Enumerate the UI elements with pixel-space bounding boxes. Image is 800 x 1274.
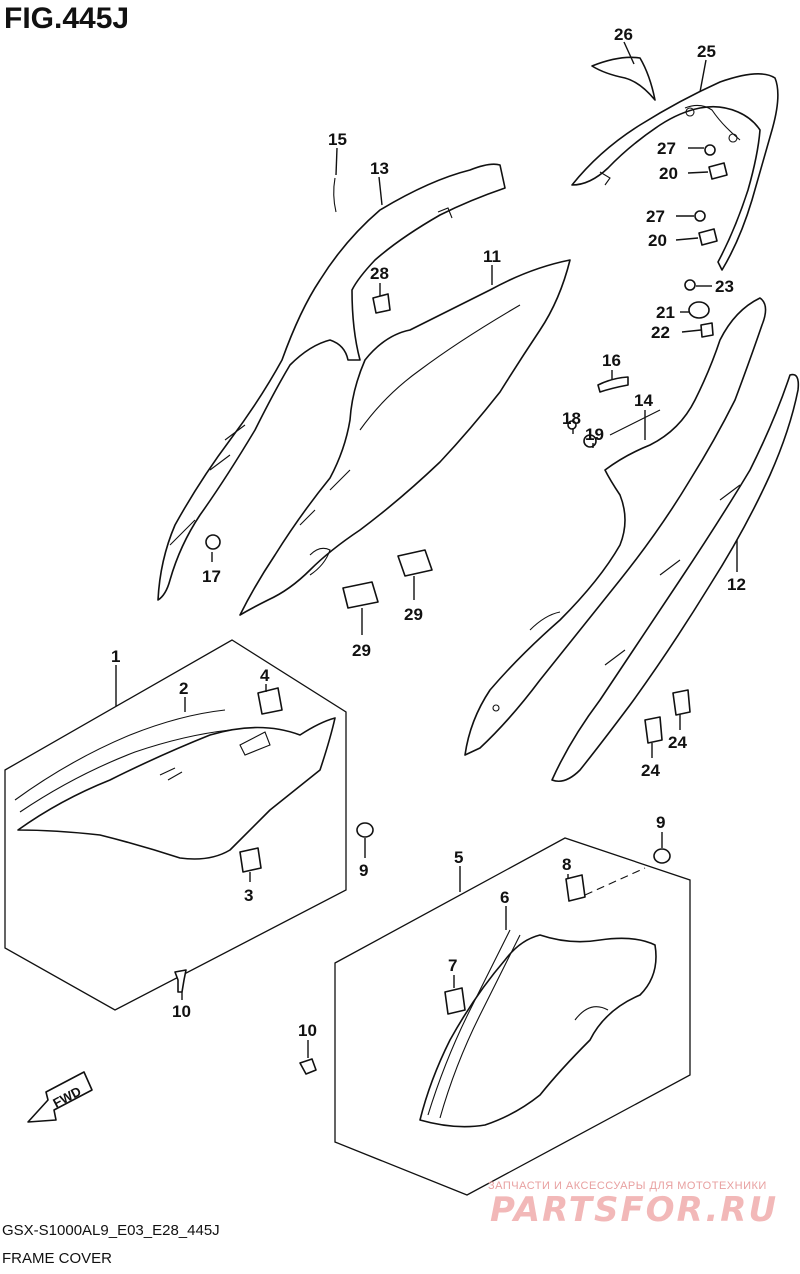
callout-label: 7 — [448, 956, 457, 975]
callout-label: 17 — [202, 567, 221, 586]
leader-lines — [115, 41, 738, 1058]
callout-label: 21 — [656, 303, 675, 322]
callout-label: 27 — [657, 139, 676, 158]
callout-label: 16 — [602, 351, 621, 370]
callout-label: 10 — [172, 1002, 191, 1021]
callout-label: 22 — [651, 323, 670, 342]
callout-label: 2 — [179, 679, 188, 698]
watermark-tagline: ЗАПЧАСТИ И АКСЕССУАРЫ ДЛЯ МОТОТЕХНИКИ — [488, 1180, 767, 1192]
callout-label: 13 — [370, 159, 389, 178]
callout-label: 9 — [656, 813, 665, 832]
callout-label: 26 — [614, 25, 633, 44]
callout-label: 15 — [328, 130, 347, 149]
callout-label: 6 — [500, 888, 509, 907]
callout-labels: 26 25 15 13 27 20 27 20 28 11 23 21 22 1… — [111, 25, 746, 1040]
callout-label: 28 — [370, 264, 389, 283]
figure-name: FRAME COVER — [2, 1250, 113, 1267]
callout-label: 24 — [641, 761, 660, 780]
fwd-arrow: FWD — [27, 1071, 93, 1123]
callout-label: 1 — [111, 647, 120, 666]
callout-label: 27 — [646, 207, 665, 226]
callout-label: 10 — [298, 1021, 317, 1040]
callout-label: 18 — [562, 409, 581, 428]
callout-label: 3 — [244, 886, 253, 905]
callout-label: 5 — [454, 848, 463, 867]
callout-label: 11 — [483, 247, 501, 266]
callout-label: 4 — [260, 666, 270, 685]
callout-label: 20 — [659, 164, 678, 183]
part-5-frame-cover-group — [334, 837, 691, 1196]
part-26-trim — [591, 56, 656, 101]
callout-label: 14 — [634, 391, 653, 410]
part-13-seat-side-cover — [157, 163, 506, 601]
part-11-inner-panel — [239, 259, 571, 616]
part-14-side-cover — [464, 297, 767, 756]
callout-label: 19 — [585, 425, 604, 444]
part-12-side-rail — [551, 373, 800, 783]
small-parts — [174, 144, 728, 1075]
callout-label: 12 — [727, 575, 746, 594]
callout-label: 29 — [404, 605, 423, 624]
watermark-brand: PARTSFOR.RU — [490, 1190, 779, 1230]
callout-label: 20 — [648, 231, 667, 250]
callout-label: 24 — [668, 733, 687, 752]
callout-label: 23 — [715, 277, 734, 296]
figure-title: FIG.445J — [4, 2, 130, 35]
part-1-frame-cover-group — [4, 639, 347, 1011]
callout-label: 25 — [697, 42, 716, 61]
model-code: GSX-S1000AL9_E03_E28_445J — [2, 1222, 220, 1239]
part-25-tail-cover — [571, 73, 779, 271]
callout-label: 9 — [359, 861, 368, 880]
callout-label: 8 — [562, 855, 571, 874]
callout-label: 29 — [352, 641, 371, 660]
